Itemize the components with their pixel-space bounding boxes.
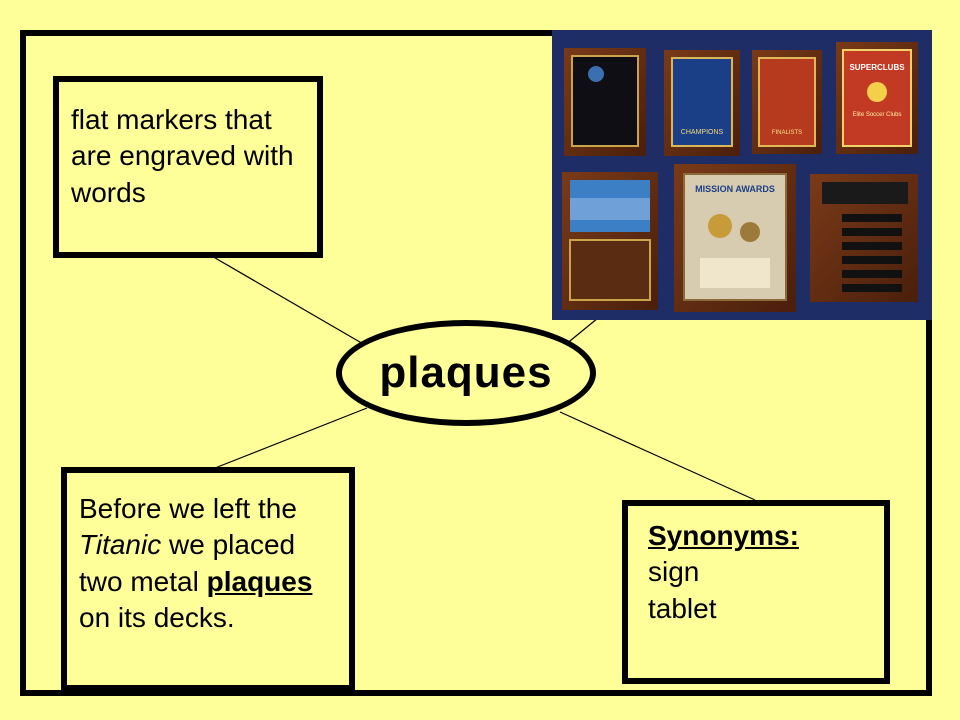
plaque-text: MISSION AWARDS xyxy=(695,184,775,194)
plaque-text: SUPERCLUBS xyxy=(849,63,905,72)
synonym-item: tablet xyxy=(648,592,717,624)
sentence-part-before: Before we left the xyxy=(79,493,297,524)
plaque-text: FINALISTS xyxy=(772,130,802,136)
plaque-6: MISSION AWARDS xyxy=(674,164,796,312)
award-plaques-photo: CHAMPIONS FINALISTS SUPERCLUBS Elite Soc… xyxy=(552,30,932,320)
plaque-4: SUPERCLUBS Elite Soccer Clubs xyxy=(836,42,918,154)
center-term: plaques xyxy=(379,348,553,397)
plaque-2: CHAMPIONS xyxy=(664,50,740,156)
plaque-text: CHAMPIONS xyxy=(681,129,724,136)
plaque-5 xyxy=(562,172,658,310)
synonyms-box: Synonyms: sign tablet xyxy=(622,500,890,684)
plaque-text: Elite Soccer Clubs xyxy=(852,112,901,118)
sentence-keyword: plaques xyxy=(206,565,313,597)
plaque-1 xyxy=(564,48,646,156)
definition-text: flat markers that are engraved with word… xyxy=(71,104,294,208)
synonyms-heading: Synonyms: xyxy=(648,520,799,551)
center-term-oval: plaques xyxy=(336,320,596,426)
sentence-part-middle: we placed two metal xyxy=(79,529,296,597)
example-sentence-box: Before we left the Titanic we placed two… xyxy=(61,467,355,691)
slide-frame xyxy=(20,30,932,696)
plaque-3: FINALISTS xyxy=(752,50,822,154)
plaque-7 xyxy=(810,174,918,302)
sentence-part-after: on its decks. xyxy=(79,602,235,634)
example-sentence: Before we left the Titanic we placed two… xyxy=(79,491,339,637)
sentence-italic-titanic: Titanic xyxy=(79,529,162,561)
synonym-item: sign xyxy=(648,556,700,588)
definition-box: flat markers that are engraved with word… xyxy=(53,76,323,258)
